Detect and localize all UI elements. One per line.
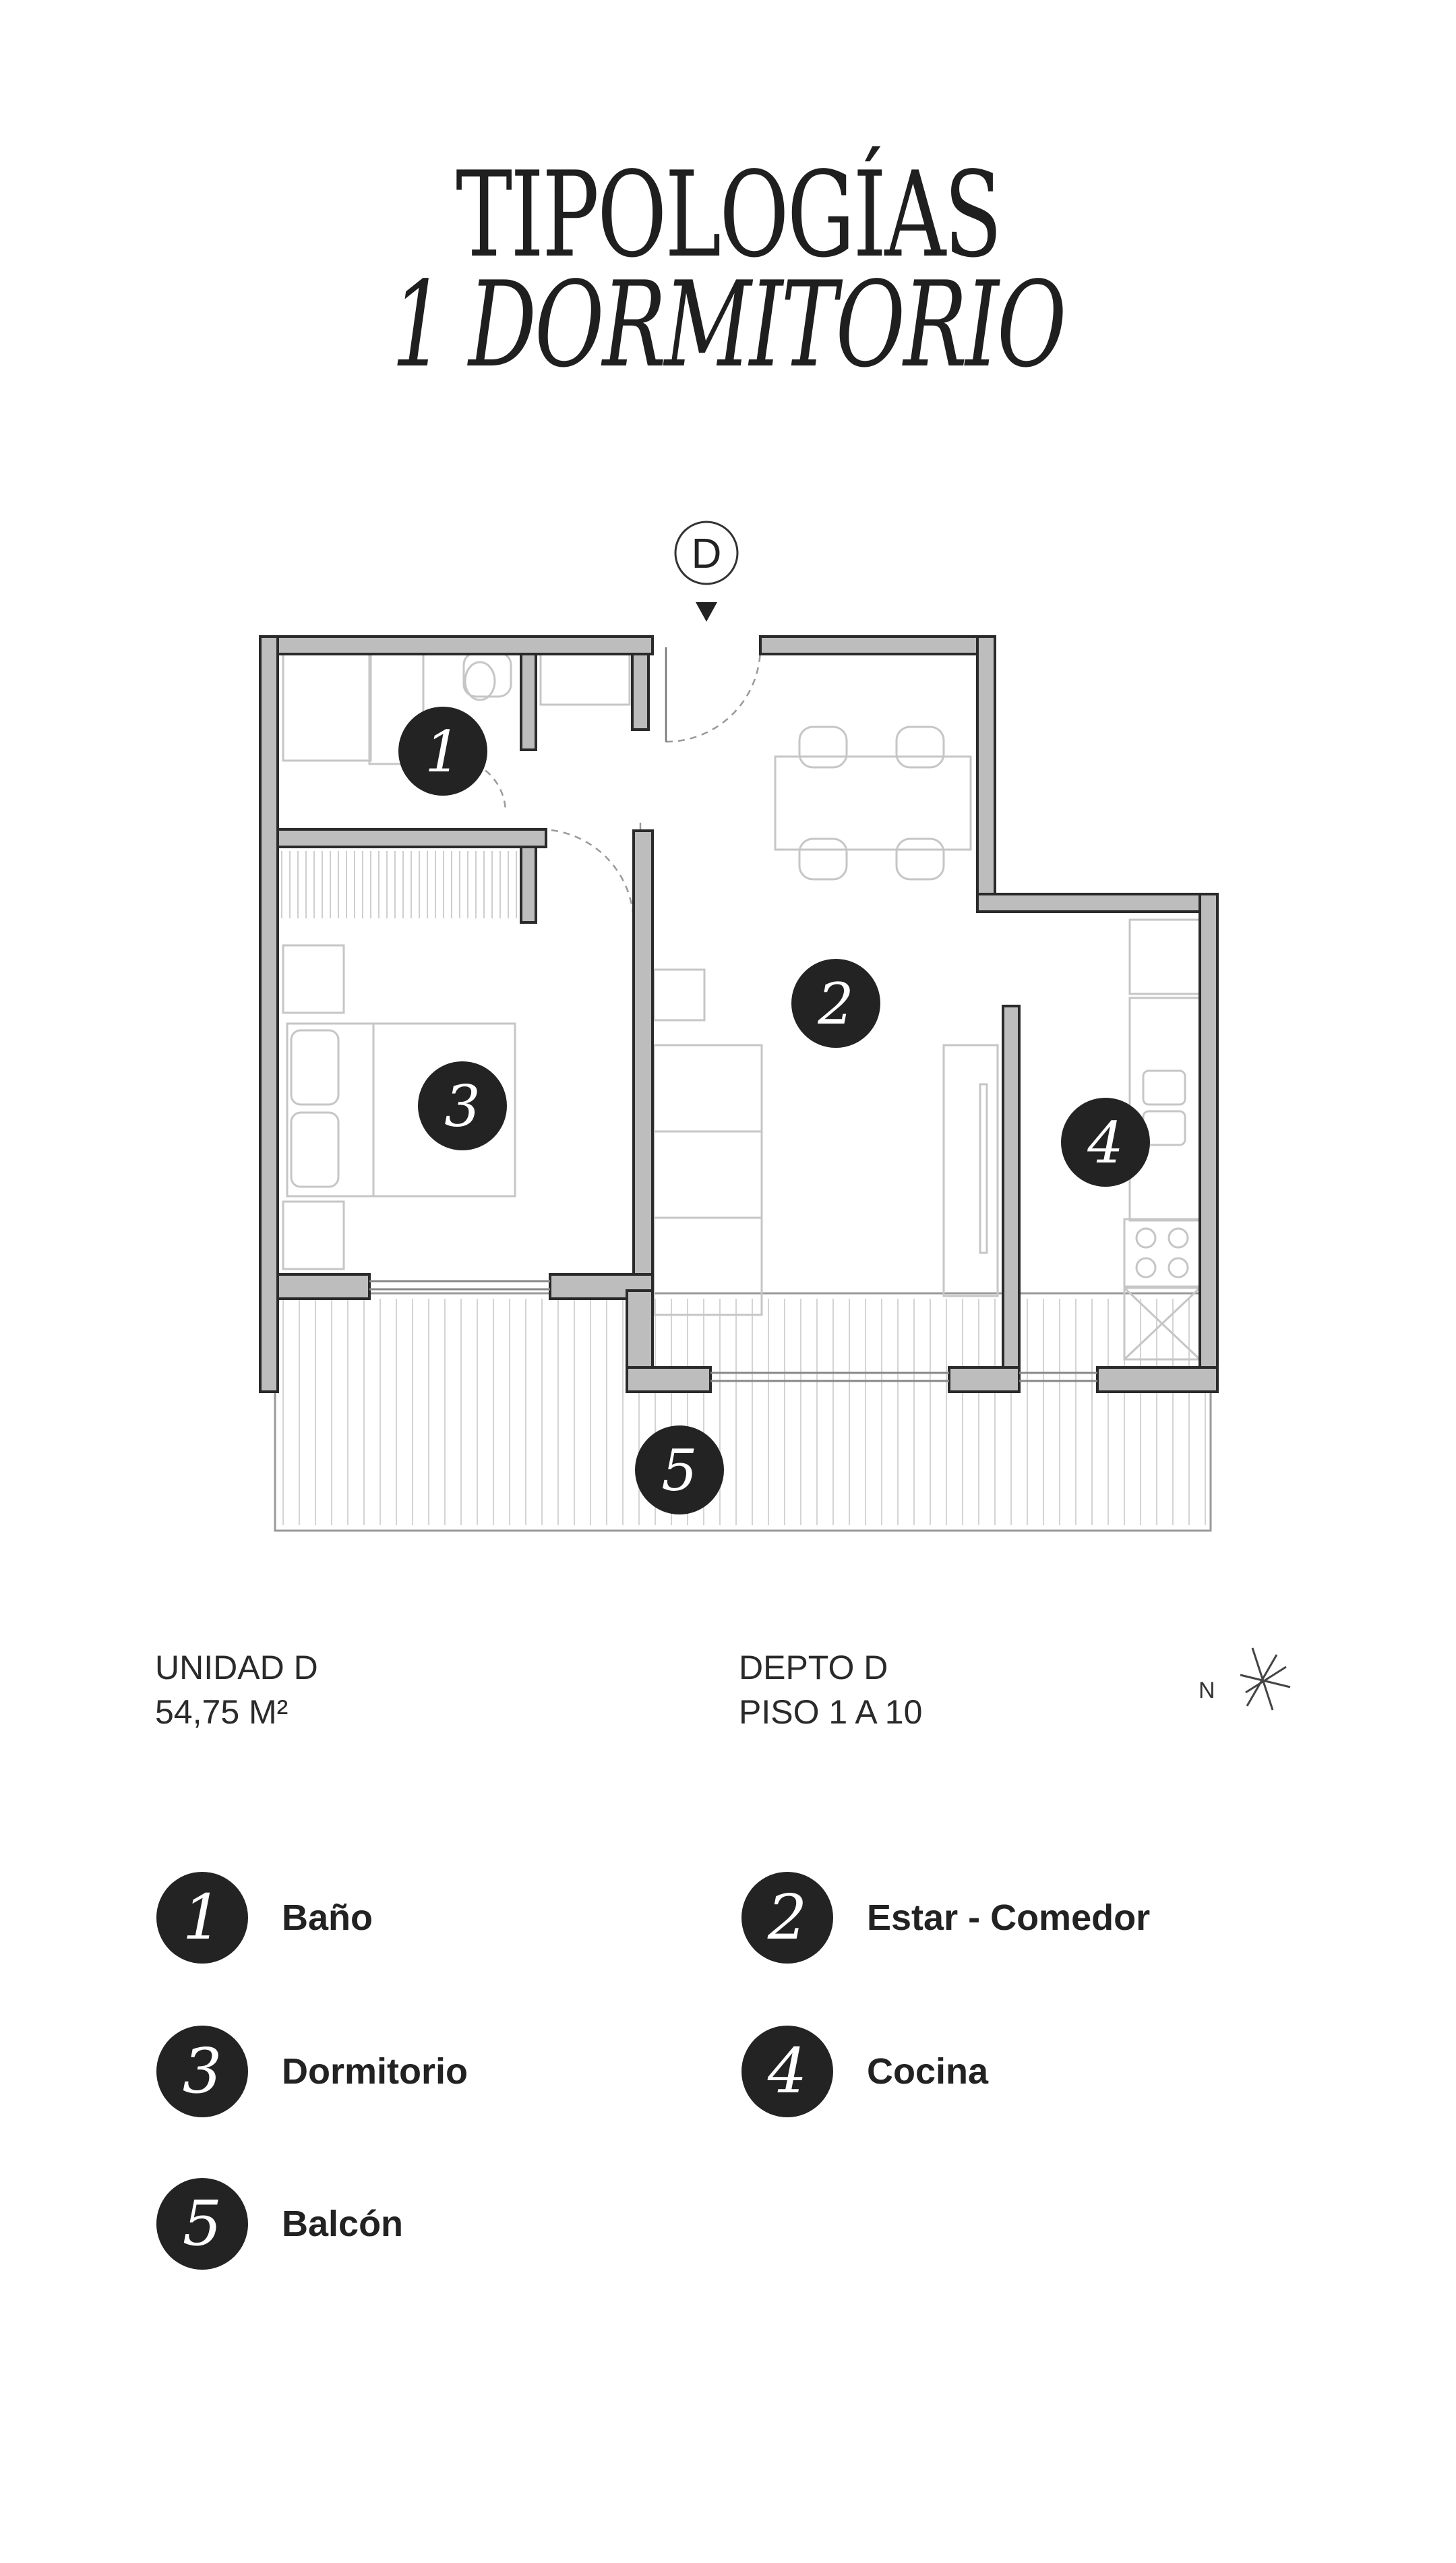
depto-floors: PISO 1 A 10: [739, 1693, 923, 1731]
room-badge-5: 5: [635, 1425, 724, 1514]
room-number-2: 2: [817, 971, 853, 1037]
compass-label: N: [1199, 1678, 1215, 1703]
legend-label-estar-comedor: Estar - Comedor: [867, 1897, 1151, 1938]
title-line-2: 1 DORMITORIO: [391, 257, 1067, 394]
room-number-4: 4: [1087, 1110, 1123, 1176]
legend-item-balcon: 5 Balcón: [156, 2177, 403, 2271]
walls: [259, 635, 1219, 1393]
room-badge-4: 4: [1061, 1098, 1150, 1187]
legend-badge-4: 4: [741, 2026, 833, 2117]
title-line-1: TIPOLOGÍAS: [456, 147, 1002, 284]
compass-icon: [1240, 1647, 1291, 1711]
legend-label-balcon: Balcón: [282, 2204, 404, 2244]
room-badge-1: 1: [398, 707, 487, 796]
legend-badge-1: 1: [156, 1872, 248, 1964]
room-number-1: 1: [425, 719, 460, 785]
legend-item-bano: 1 Baño: [156, 1870, 373, 1965]
legend-label-cocina: Cocina: [867, 2051, 989, 2092]
legend-item-estar-comedor: 2 Estar - Comedor: [741, 1870, 1150, 1965]
windows: [369, 1280, 1097, 1382]
entrance-label: D: [692, 531, 722, 577]
legend-label-dormitorio: Dormitorio: [282, 2051, 468, 2092]
balcony-area: [274, 1292, 1212, 1532]
room-badge-2: 2: [791, 959, 880, 1048]
furniture: [281, 651, 1201, 1361]
legend-badge-2: 2: [741, 1872, 833, 1964]
entrance-marker: D: [674, 521, 739, 622]
room-number-3: 3: [444, 1073, 480, 1140]
legend-item-cocina: 4 Cocina: [741, 2024, 988, 2119]
unit-label: UNIDAD D: [155, 1649, 318, 1686]
unit-info: UNIDAD D 54,75 M²: [155, 1645, 318, 1734]
legend-badge-3: 3: [156, 2026, 248, 2117]
room-number-5: 5: [661, 1438, 697, 1504]
legend-item-dormitorio: 3 Dormitorio: [156, 2024, 468, 2119]
unit-area: 54,75 M²: [155, 1693, 289, 1731]
depto-info: DEPTO D PISO 1 A 10: [739, 1645, 922, 1734]
doors: [451, 647, 762, 924]
depto-label: DEPTO D: [739, 1649, 888, 1686]
room-badge-3: 3: [418, 1061, 507, 1150]
legend-badge-5: 5: [156, 2178, 248, 2270]
legend-label-bano: Baño: [282, 1897, 373, 1938]
